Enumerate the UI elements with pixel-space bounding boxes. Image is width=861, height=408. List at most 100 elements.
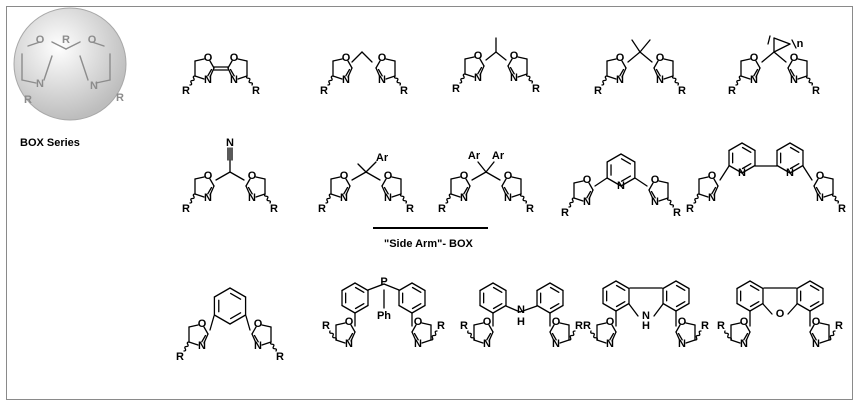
atom-label: O (510, 50, 519, 62)
bond (345, 178, 351, 187)
bond (253, 334, 259, 343)
wavy-bond (805, 75, 814, 86)
bond (559, 339, 570, 344)
bond (736, 280, 751, 290)
bond (809, 284, 820, 291)
atom-label: O (384, 170, 393, 182)
wavy-bond (724, 330, 732, 341)
bond (51, 41, 67, 50)
atom-label: O (552, 316, 561, 328)
bond (653, 67, 659, 78)
bond (655, 68, 661, 77)
bond (819, 339, 830, 344)
bond (713, 178, 719, 187)
atom-label: O (750, 52, 759, 64)
bond (741, 142, 756, 152)
bond (485, 171, 501, 181)
bond (796, 302, 811, 312)
bond (348, 332, 354, 341)
atom-label: N (254, 340, 262, 352)
bond (741, 146, 752, 153)
bond (347, 60, 353, 69)
bond (685, 322, 696, 326)
atom-label: N (226, 137, 234, 149)
bond (662, 280, 677, 290)
bond (536, 304, 551, 314)
atom-label: R (575, 320, 583, 332)
atom-label: O (740, 316, 749, 328)
bond (229, 292, 242, 300)
bond (492, 282, 507, 292)
bond (229, 312, 242, 320)
bond (741, 164, 756, 174)
atom-label: R (438, 203, 446, 215)
series-label: BOX Series (20, 137, 80, 149)
bond (698, 176, 709, 180)
atom-label: Ar (492, 150, 505, 162)
bond (229, 287, 247, 298)
bond (473, 339, 484, 344)
atom-label: N (790, 74, 798, 86)
bond (787, 67, 793, 78)
bond (229, 68, 235, 77)
bond (335, 322, 346, 326)
wavy-bond (245, 75, 254, 86)
bond (488, 331, 494, 342)
bond (596, 322, 607, 326)
bond (194, 193, 205, 198)
bond (21, 79, 37, 84)
bond (789, 146, 800, 153)
atom-label: R (838, 203, 846, 215)
bond (450, 193, 461, 198)
bond (351, 171, 367, 181)
atom-label: R (182, 203, 190, 215)
bond (413, 332, 419, 341)
bond (488, 324, 494, 333)
bond (492, 304, 507, 314)
atom-label: R (812, 85, 820, 97)
bond (188, 341, 199, 346)
wavy-bond (269, 341, 278, 352)
bond (648, 189, 654, 200)
bond (213, 287, 231, 298)
atom-label: N (510, 72, 518, 84)
atom-label: N (750, 74, 758, 86)
bond (755, 67, 761, 78)
bond (473, 322, 484, 326)
atom-label: N (198, 340, 206, 352)
bond (588, 189, 594, 200)
bond (813, 178, 819, 187)
atom-label: n (797, 38, 804, 50)
atom-label: R (276, 351, 284, 363)
bond (517, 73, 528, 78)
bond (381, 178, 387, 187)
atom-label: R (673, 207, 681, 219)
bond (501, 178, 507, 187)
bond (573, 197, 584, 202)
atom-label: O (36, 34, 45, 46)
atom-label: N (204, 74, 212, 86)
wavy-bond (568, 197, 575, 208)
atom-label: O (414, 316, 423, 328)
bond (501, 185, 507, 196)
bond (615, 284, 626, 291)
atom-label: N (230, 74, 238, 86)
bond (345, 68, 351, 77)
bond (662, 302, 677, 312)
bond (465, 185, 471, 196)
atom-label: R (728, 85, 736, 97)
atom-label: Ph (377, 310, 391, 322)
atom-label: O (812, 316, 821, 328)
bond (621, 67, 627, 78)
bond (762, 303, 773, 315)
atom-label: R (532, 83, 540, 95)
wavy-bond (329, 330, 337, 341)
bond (549, 331, 555, 342)
bond (588, 182, 594, 191)
atom-label: R (252, 85, 260, 97)
bond (471, 171, 487, 181)
bond (332, 58, 343, 62)
